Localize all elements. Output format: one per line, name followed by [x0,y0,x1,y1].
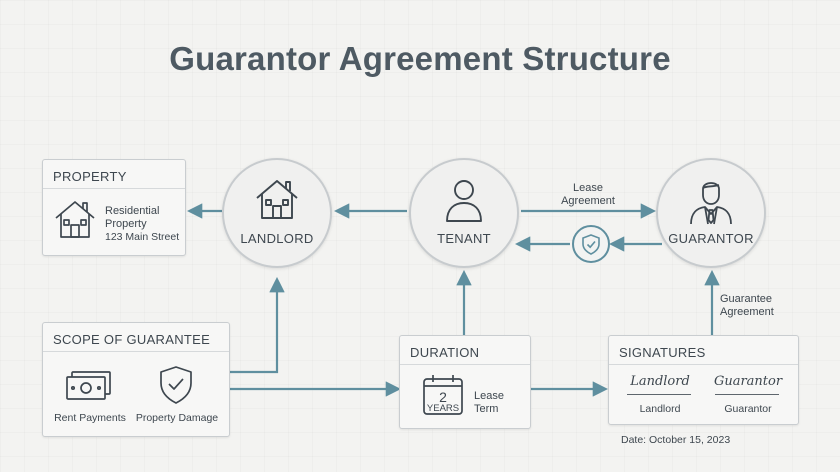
property-line2: Property [105,218,147,230]
signatures-box: SIGNATURES Landlord Landlord Guarantor G… [608,335,799,425]
page-title: Guarantor Agreement Structure [169,40,671,77]
property-box: PROPERTY Residential Property 123 Main S… [42,159,186,256]
duration-box: DURATION 2 YEARS Lease Term [399,335,531,429]
guarantor-signature-label: Guarantor [724,403,772,415]
guarantee-agreement-label: Guarantee Agreement [720,293,810,319]
duration-line1: Lease [474,390,504,402]
house-icon [55,201,95,238]
duration-heading: DURATION [410,345,480,360]
guarantor-node: GUARANTOR [656,158,766,268]
scope-item-rent: Rent Payments [54,412,126,424]
shield-node [572,225,610,263]
landlord-label: LANDLORD [240,231,314,246]
duration-unit: YEARS [426,403,460,414]
landlord-node: LANDLORD [222,158,332,268]
property-heading: PROPERTY [53,169,127,184]
guarantor-signature-line [715,394,779,395]
signatures-heading: SIGNATURES [619,345,706,360]
guarantee-label-line1: Guarantee [720,293,772,305]
duration-description: Lease Term [474,390,524,416]
signature-date: Date: October 15, 2023 [621,434,731,446]
shield-check-icon [582,234,600,255]
person-icon [446,180,482,222]
guarantor-signature: Guarantor [713,374,783,389]
property-address: 123 Main Street [105,231,180,243]
lease-label-line2: Agreement [561,195,615,207]
businessman-icon [690,182,732,225]
guarantor-label: GUARANTOR [668,231,754,246]
arrow-scope-to-landlord [230,276,285,374]
cash-icon [66,371,111,400]
tenant-label: TENANT [437,231,491,246]
duration-line2: Term [474,403,499,415]
lease-agreement-label: Lease Agreement [548,182,628,208]
property-line1: Residential [105,205,160,217]
duration-number: 2 [439,389,447,405]
house-icon [256,180,298,219]
landlord-signature-line [627,394,691,395]
landlord-signature-label: Landlord [639,403,681,415]
property-description: Residential Property 123 Main Street [105,205,185,244]
scope-heading: SCOPE OF GUARANTEE [53,332,211,347]
landlord-signature: Landlord [630,374,690,389]
guarantee-label-line2: Agreement [720,306,774,318]
lease-label-line1: Lease [573,182,603,194]
scope-box: SCOPE OF GUARANTEE Rent Payments Propert… [42,322,230,437]
scope-item-damage: Property Damage [135,412,219,424]
calendar-icon [423,375,463,415]
shield-check-icon [160,366,192,404]
tenant-node: TENANT [409,158,519,268]
